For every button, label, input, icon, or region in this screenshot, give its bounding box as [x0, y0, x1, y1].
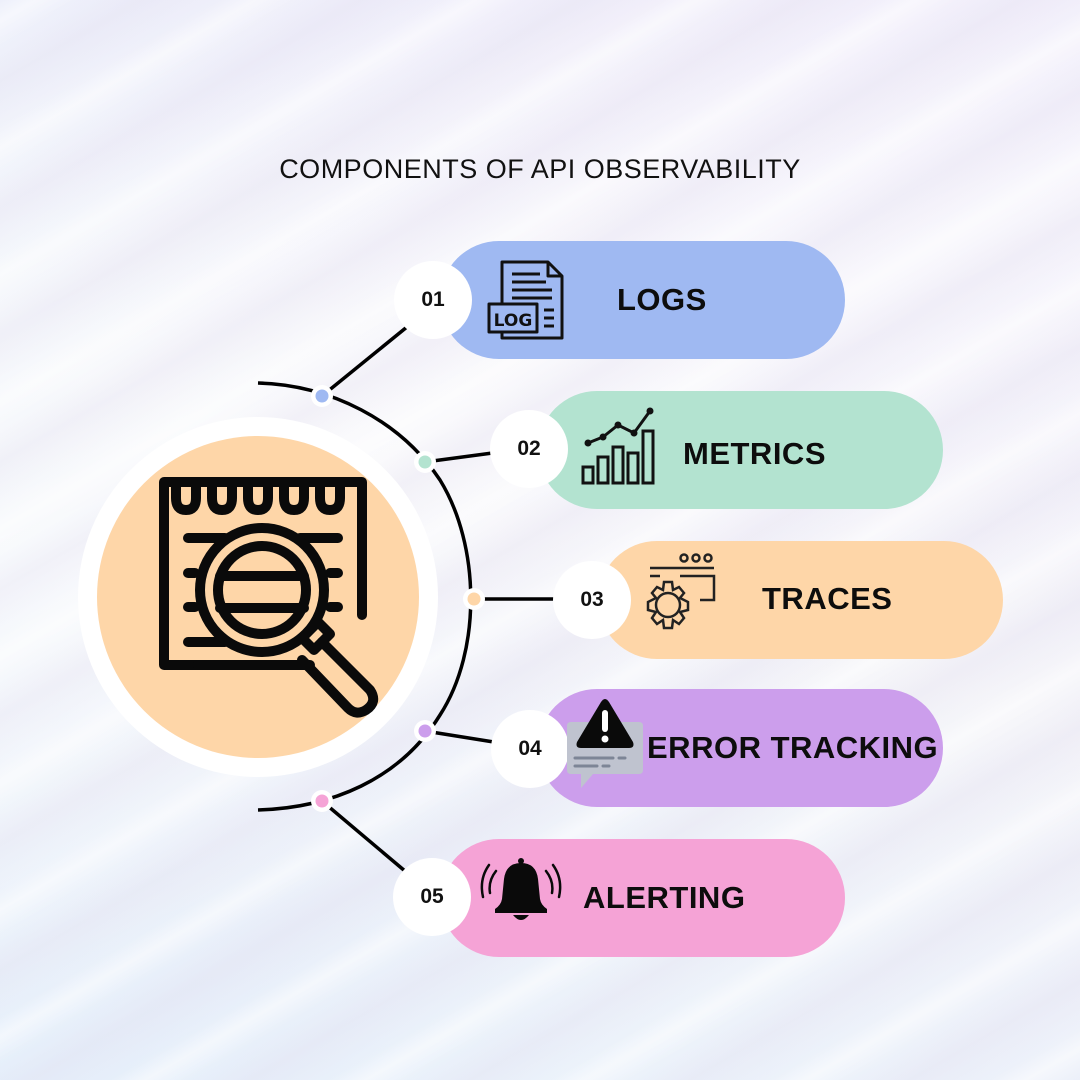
- item-label: LOGS: [617, 282, 707, 317]
- number-badge: 01: [394, 261, 472, 339]
- page-title: COMPONENTS OF API OBSERVABILITY: [279, 154, 801, 184]
- item-label: TRACES: [762, 581, 893, 616]
- notepad-magnifier-icon: [159, 477, 379, 718]
- warning-message-icon: [567, 699, 643, 788]
- item-label: METRICS: [683, 436, 826, 471]
- number-badge: 03: [553, 561, 631, 639]
- item-label: ERROR TRACKING: [647, 730, 939, 765]
- bar-line-chart-icon: [581, 407, 655, 485]
- number-badge: 04: [491, 710, 569, 788]
- item-traces: [598, 541, 1003, 659]
- item-metrics: [538, 391, 943, 509]
- node-dots: [311, 385, 485, 812]
- ringing-bell-icon: [480, 858, 562, 920]
- svg-text:LOG: LOG: [494, 311, 533, 331]
- log-file-icon: LOG: [487, 260, 564, 340]
- item-label: ALERTING: [583, 880, 746, 915]
- number-badge: 05: [393, 858, 471, 936]
- gear-window-icon: [646, 553, 716, 630]
- number-badge: 02: [490, 410, 568, 488]
